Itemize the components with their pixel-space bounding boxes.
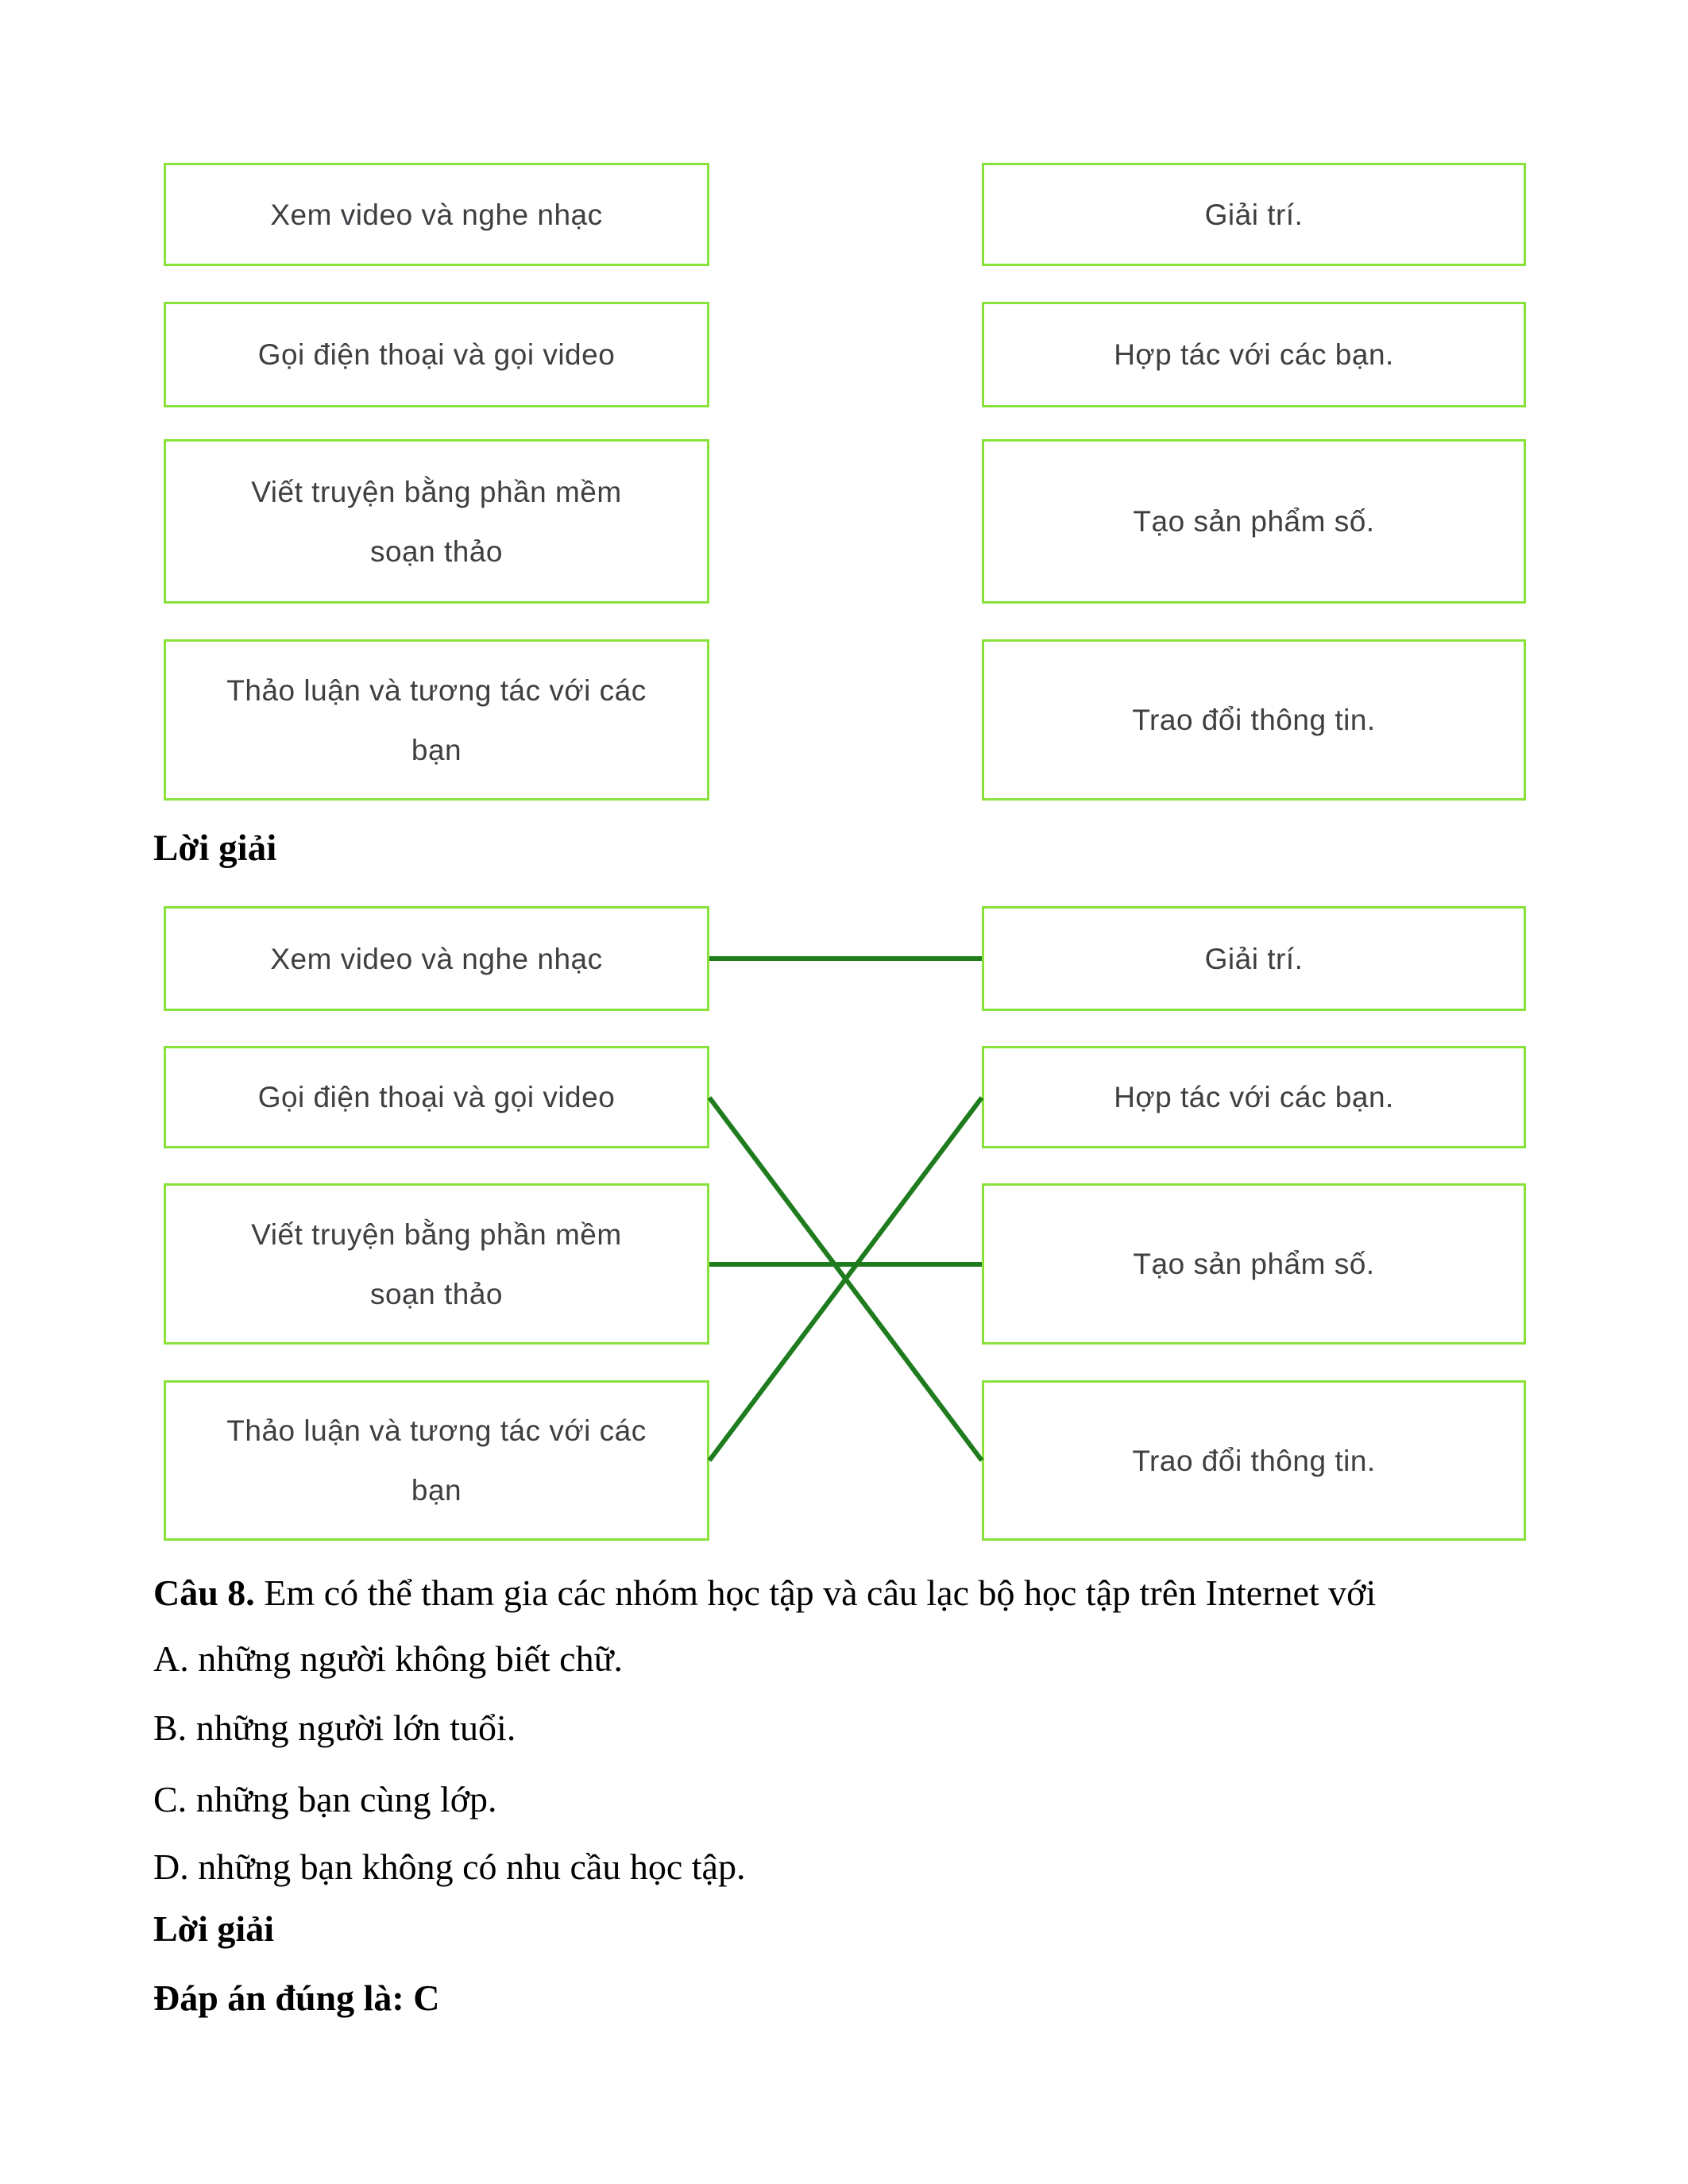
option-label: A. [153, 1638, 189, 1679]
solution-right-box-3: Tạo sản phẩm số. [982, 1183, 1526, 1345]
box-text: Gọi điện thoại và gọi video [257, 1081, 616, 1113]
exercise-left-box-4: Thảo luận và tương tác với các bạn [164, 639, 709, 801]
box-text: soạn thảo [369, 534, 504, 568]
match-connector-line [707, 1096, 984, 1462]
exercise-left-box-3: Viết truyện bằng phần mềm soạn thảo [164, 439, 709, 604]
box-text: Thảo luận và tương tác với các [226, 673, 647, 707]
option-a: A. những người không biết chữ. [153, 1638, 623, 1680]
solution-left-box-1: Xem video và nghe nhạc [164, 906, 709, 1011]
exercise-left-box-2: Gọi điện thoại và gọi video [164, 302, 709, 407]
question-number: Câu 8. [153, 1572, 255, 1613]
box-text: Xem video và nghe nhạc [270, 942, 603, 975]
exercise-right-box-2: Hợp tác với các bạn. [982, 302, 1526, 407]
exercise-right-box-3: Tạo sản phẩm số. [982, 439, 1526, 604]
box-text: Xem video và nghe nhạc [270, 198, 603, 231]
exercise-left-box-1: Xem video và nghe nhạc [164, 163, 709, 266]
option-label: C. [153, 1779, 187, 1819]
solution-left-box-2: Gọi điện thoại và gọi video [164, 1046, 709, 1148]
box-text: Gọi điện thoại và gọi video [257, 338, 616, 371]
exercise-right-box-4: Trao đổi thông tin. [982, 639, 1526, 801]
box-text: Giải trí. [1204, 942, 1304, 975]
option-label: D. [153, 1846, 189, 1887]
box-text: soạn thảo [369, 1277, 504, 1310]
box-text: bạn [411, 1474, 462, 1507]
box-text: Hợp tác với các bạn. [1114, 1081, 1394, 1113]
box-text: bạn [411, 733, 462, 766]
option-text: những bạn không có nhu cầu học tập. [198, 1846, 746, 1887]
question-text: Em có thể tham gia các nhóm học tập và c… [264, 1572, 1377, 1613]
box-text: Viết truyện bằng phần mềm [251, 1217, 622, 1251]
option-label: B. [153, 1707, 187, 1748]
answer-solution-heading: Lời giải [153, 1908, 274, 1949]
option-text: những người lớn tuổi. [195, 1707, 516, 1748]
solution-left-box-4: Thảo luận và tương tác với các bạn [164, 1380, 709, 1541]
option-text: những người không biết chữ. [198, 1638, 624, 1679]
solution-right-box-4: Trao đổi thông tin. [982, 1380, 1526, 1541]
option-d: D. những bạn không có nhu cầu học tập. [153, 1846, 745, 1888]
box-text: Tạo sản phẩm số. [1133, 1248, 1375, 1280]
match-connector-line [707, 1096, 984, 1462]
option-b: B. những người lớn tuổi. [153, 1707, 516, 1749]
option-c: C. những bạn cùng lớp. [153, 1779, 497, 1820]
option-text: những bạn cùng lớp. [195, 1779, 497, 1819]
box-text: Viết truyện bằng phần mềm [251, 475, 622, 508]
correct-answer: Đáp án đúng là: C [153, 1978, 440, 2018]
box-text: Trao đổi thông tin. [1132, 704, 1376, 736]
solution-right-box-1: Giải trí. [982, 906, 1526, 1011]
solution-heading: Lời giải [153, 828, 277, 869]
box-text: Hợp tác với các bạn. [1114, 338, 1394, 371]
solution-right-box-2: Hợp tác với các bạn. [982, 1046, 1526, 1148]
box-text: Trao đổi thông tin. [1132, 1444, 1376, 1477]
question-line: Câu 8. Em có thể tham gia các nhóm học t… [153, 1572, 1376, 1614]
box-text: Giải trí. [1204, 198, 1304, 231]
box-text: Thảo luận và tương tác với các [226, 1414, 647, 1447]
solution-left-box-3: Viết truyện bằng phần mềm soạn thảo [164, 1183, 709, 1345]
box-text: Tạo sản phẩm số. [1133, 505, 1375, 538]
exercise-right-box-1: Giải trí. [982, 163, 1526, 266]
